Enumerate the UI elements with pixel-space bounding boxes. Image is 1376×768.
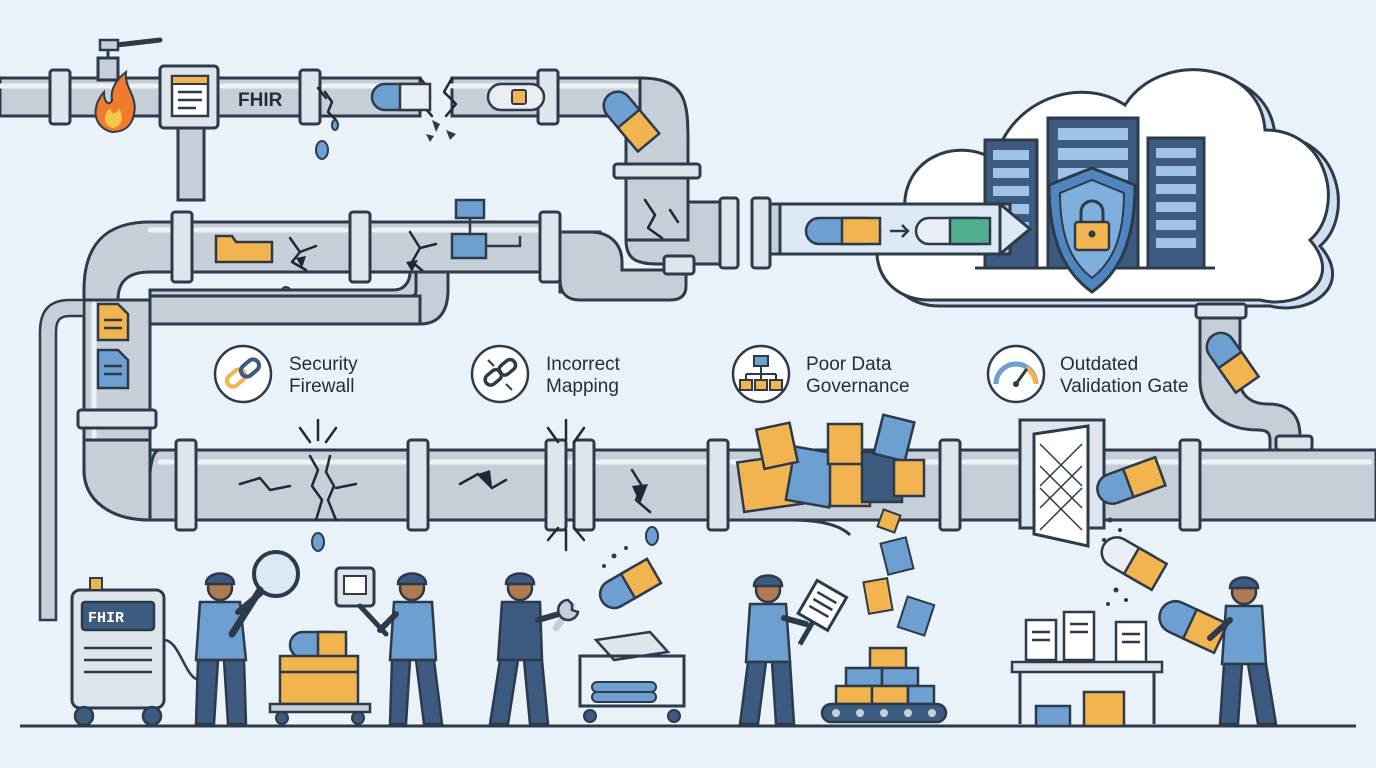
- fhir-machine: FHIR: [70, 577, 201, 727]
- failure-point-security: Security Firewall: [213, 344, 358, 404]
- worker-scanner: [334, 566, 444, 726]
- capsule-top-1: [370, 82, 432, 112]
- broken-link-icon: [483, 357, 518, 391]
- failure-point-governance: Poor Data Governance: [731, 344, 910, 404]
- failure-label-line1: Incorrect: [546, 354, 621, 375]
- capsule-drain: [1205, 331, 1261, 395]
- worker-inspector: [194, 550, 300, 726]
- failure-label-line2: Mapping: [546, 376, 619, 397]
- failure-label-line1: Outdated: [1060, 354, 1138, 375]
- document-table: [1010, 610, 1164, 728]
- org-chart-icon: [739, 355, 783, 391]
- fhir-junction: FHIR: [158, 64, 283, 202]
- failure-label-line1: Poor Data: [806, 354, 892, 375]
- worker-carrier: [1158, 576, 1278, 726]
- worker-mechanic: [488, 546, 663, 726]
- conveyor-belt: [820, 646, 948, 724]
- validation-gate: [1018, 418, 1169, 606]
- document-icon-blue: [96, 348, 130, 390]
- capsule-falling: [1100, 536, 1169, 592]
- worker-sorter: [738, 574, 849, 726]
- failure-label-line2: Firewall: [289, 376, 354, 397]
- failure-label-line2: Validation Gate: [1060, 376, 1189, 397]
- capsule-gate: [1096, 455, 1168, 506]
- capsule-spilling: [598, 557, 663, 610]
- capsule-carried: [1158, 599, 1230, 655]
- valve: [96, 37, 163, 82]
- tablet-cart: [578, 630, 686, 723]
- capsule-top-lock: [486, 82, 546, 112]
- failure-label-line2: Governance: [806, 376, 910, 397]
- cloud-datacenter: [875, 68, 1340, 310]
- machine-label: FHIR: [88, 610, 124, 627]
- sieve-icon: [796, 578, 849, 646]
- gauge-icon: [993, 361, 1039, 387]
- wrench-icon: [552, 598, 580, 632]
- failure-point-mapping: Incorrect Mapping: [470, 344, 621, 404]
- document-pile: [735, 413, 936, 637]
- supply-cart: [268, 630, 372, 725]
- document-icon-orange: [96, 302, 130, 342]
- shield-lock-icon: [1047, 166, 1137, 294]
- failure-label-line1: Security: [289, 354, 358, 375]
- broken-chain-icon: [224, 357, 262, 389]
- bottom-pipe: [82, 302, 1376, 552]
- top-pipe-label: FHIR: [238, 90, 283, 111]
- failure-point-validation: Outdated Validation Gate: [986, 344, 1189, 404]
- return-pipe: [148, 270, 450, 326]
- capsule-elbow: [602, 90, 662, 154]
- fire-icon: [94, 69, 136, 134]
- cloud-inlet-pipe: [768, 200, 1033, 258]
- server-rack-right: [1146, 136, 1206, 270]
- left-riser-pipe: [38, 298, 158, 622]
